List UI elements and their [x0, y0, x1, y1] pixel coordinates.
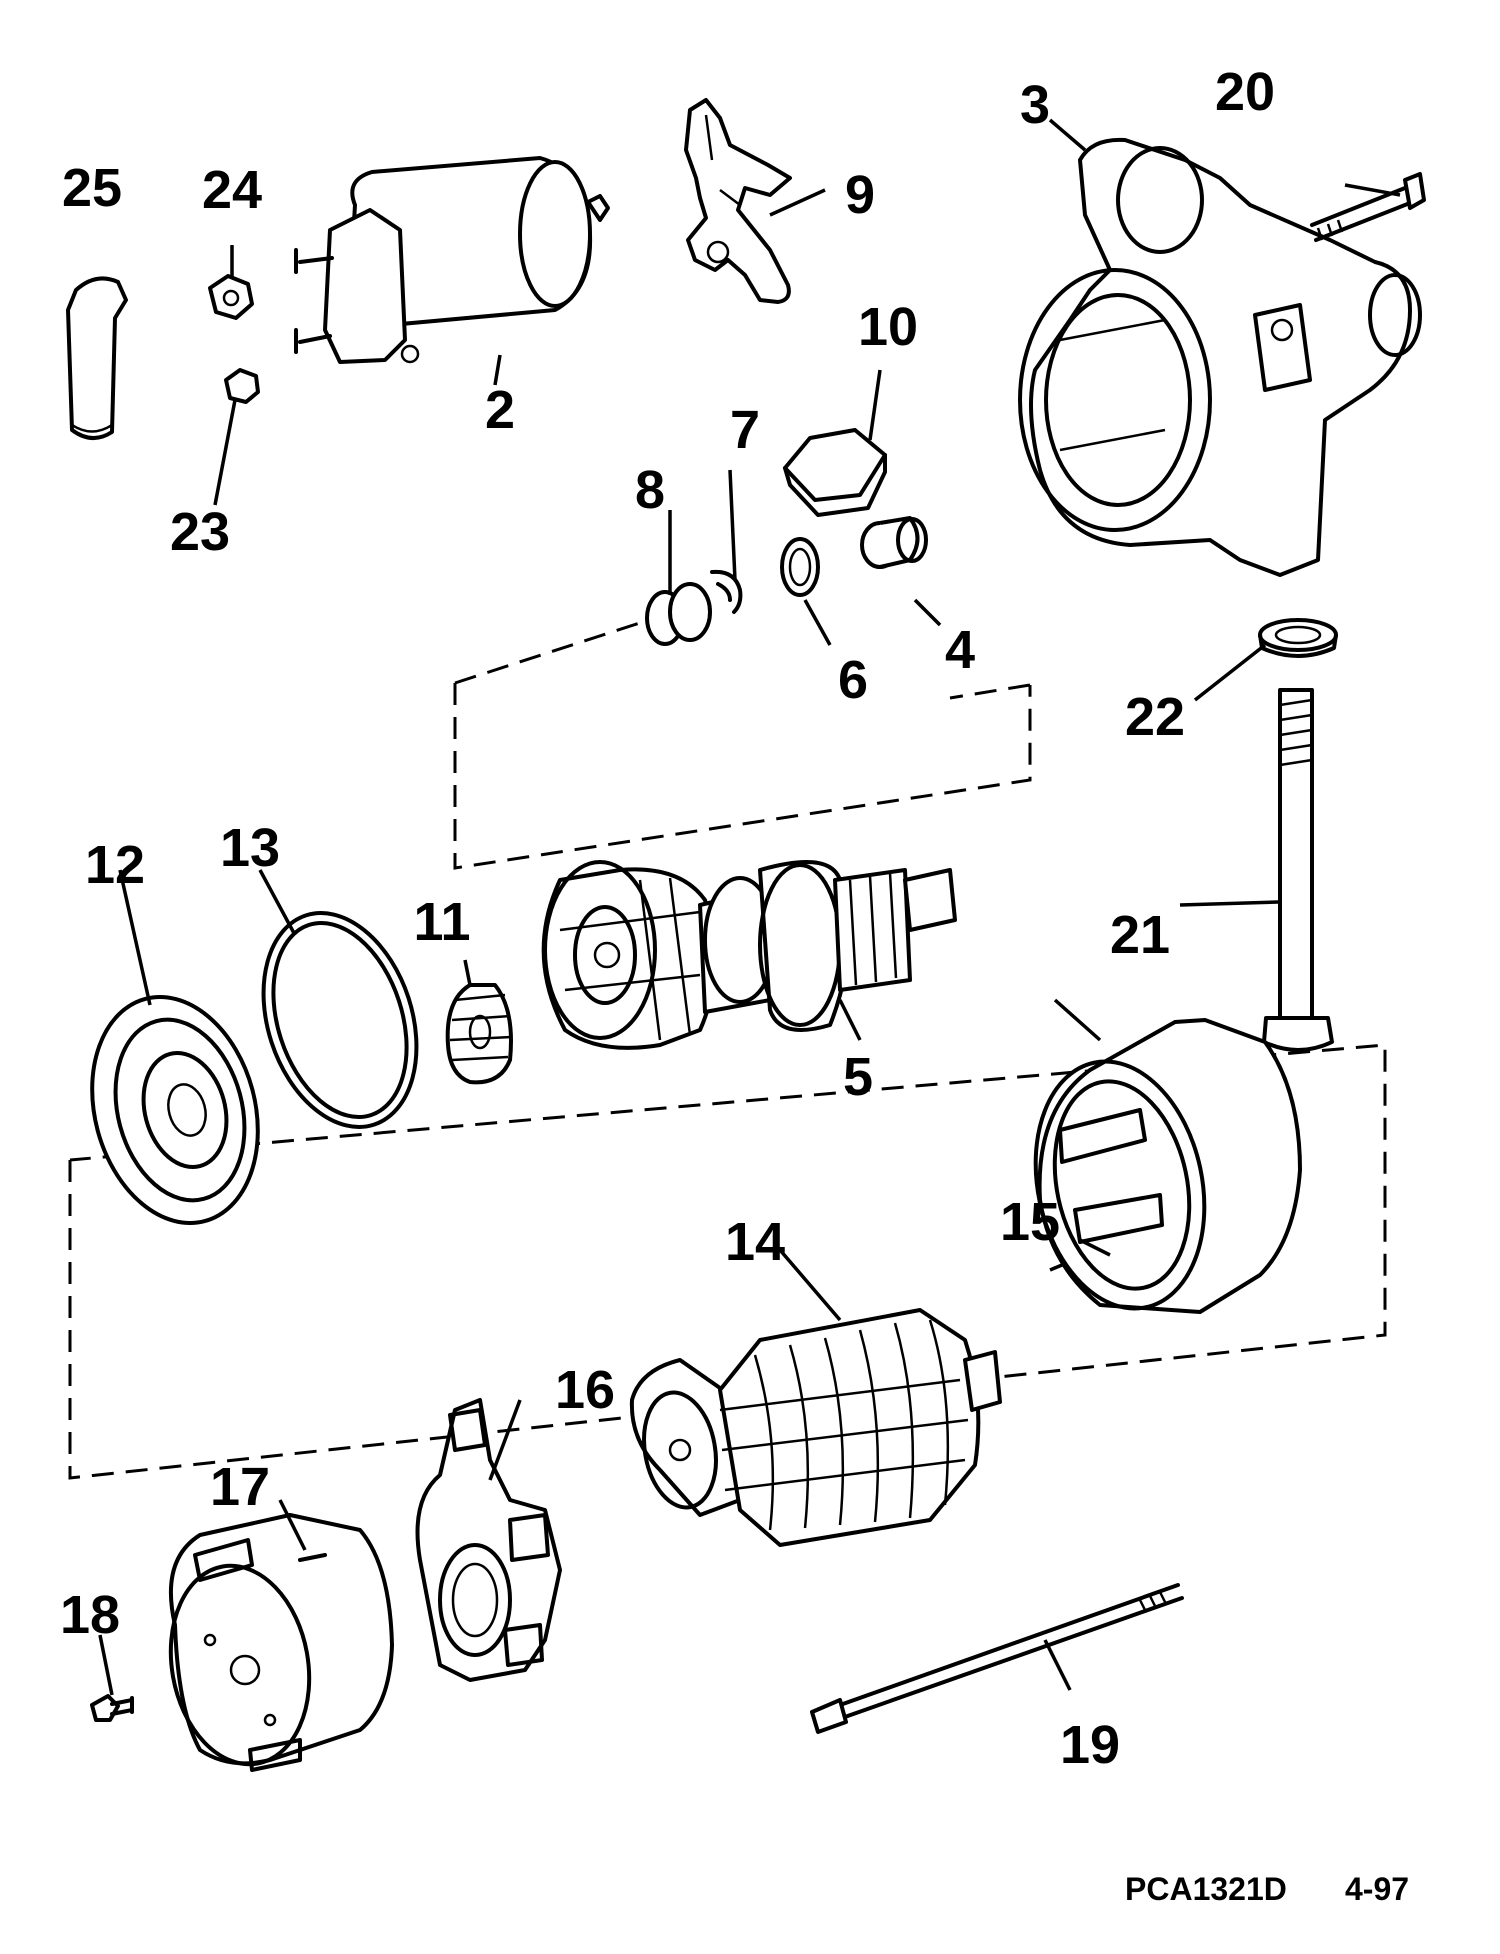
callout-19: 19	[1060, 1715, 1120, 1775]
washer-part-22	[1258, 618, 1338, 658]
callout-8: 8	[635, 460, 665, 520]
callout-13: 13	[220, 818, 280, 878]
collar-part-8	[645, 582, 712, 646]
callout-3: 3	[1020, 75, 1050, 135]
callout-21: 21	[1110, 905, 1170, 965]
callout-10: 10	[858, 297, 918, 357]
nut-part-23	[224, 368, 260, 404]
upper-assembly-dashed-outline	[453, 616, 1032, 870]
brush-holder-part-16	[415, 1398, 562, 1682]
screw-part-18	[90, 1694, 134, 1722]
callout-6: 6	[838, 650, 868, 710]
boot-part-25	[66, 276, 128, 440]
callout-20: 20	[1215, 62, 1275, 122]
callout-7: 7	[730, 400, 760, 460]
callout-14: 14	[725, 1212, 785, 1272]
figure-code: PCA1321D	[1125, 1871, 1287, 1907]
o-ring-part-13	[261, 911, 419, 1129]
pad-part-10	[783, 428, 887, 517]
leader-lines	[98, 118, 1401, 1696]
callout-17: 17	[210, 1457, 270, 1517]
nut-part-24	[208, 274, 254, 320]
field-frame-part-15	[1033, 1018, 1302, 1314]
through-bolt-part-19	[810, 1583, 1184, 1734]
end-cap-part-12	[90, 995, 260, 1225]
solenoid-part-2	[294, 156, 610, 364]
armature-part-14	[629, 1308, 1002, 1547]
bushing-part-4	[860, 516, 928, 569]
lever-part-9	[684, 98, 792, 304]
callout-12: 12	[85, 835, 145, 895]
drive-end-housing-part-3	[1018, 137, 1422, 577]
callout-24: 24	[202, 160, 262, 220]
commutator-end-frame-part-17	[168, 1513, 394, 1772]
callout-2: 2	[485, 380, 515, 440]
callout-16: 16	[555, 1360, 615, 1420]
lower-assembly-dashed-outline	[68, 1043, 1387, 1480]
gear-part-11	[445, 983, 513, 1085]
figure-date: 4-97	[1345, 1871, 1409, 1907]
callout-23: 23	[170, 502, 230, 562]
callout-18: 18	[60, 1585, 120, 1645]
callout-labels: 2 3 4 5 6 7 8 9 10 11 12 13 14 15 16 17 …	[60, 62, 1275, 1775]
drive-pinion-part-5	[541, 860, 957, 1050]
callout-25: 25	[62, 158, 122, 218]
stud-part-21	[1262, 688, 1334, 1052]
callout-11: 11	[413, 892, 470, 952]
callout-22: 22	[1125, 687, 1185, 747]
callout-9: 9	[845, 165, 875, 225]
callout-4: 4	[945, 620, 975, 680]
retainer-ring-part-7	[710, 569, 743, 614]
callout-5: 5	[843, 1047, 873, 1107]
washer-part-6	[780, 537, 820, 597]
callout-15: 15	[1000, 1192, 1060, 1252]
bolt-part-20	[1310, 172, 1426, 242]
